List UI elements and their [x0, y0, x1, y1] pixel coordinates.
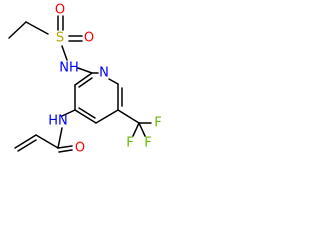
bond-nh-ring: [77, 67, 93, 74]
bond-carbonyl-vinyl: [35, 134, 59, 149]
bond-ethyl-ch3-ch2: [8, 21, 27, 39]
bond-vinyl-double-a: [14, 134, 37, 149]
bond-vinyl-double-b: [17, 139, 37, 152]
atom-sulfonyl-oxygen-top: O: [55, 3, 65, 18]
atom-amide-nh: HN: [48, 114, 68, 129]
bond-ring-c4-c3-inner: [78, 107, 96, 119]
bond-c-f-bottom-left: [132, 122, 140, 137]
atom-sulfur: S: [56, 31, 64, 46]
bond-c-f-bottom-right: [138, 122, 146, 137]
atom-labels: S O O NH N HN O F F F: [48, 3, 161, 156]
bond-amide-nh-carbonyl: [57, 127, 63, 149]
bond-ring-c4-c3: [74, 109, 97, 124]
bond-carbonyl-o-b: [58, 149, 73, 153]
atom-amide-oxygen: O: [75, 141, 85, 156]
chemical-structure: S O O NH N HN O F F F: [8, 3, 162, 156]
bond-ring-amide-nh: [61, 109, 76, 117]
bond-ring-c2-top-inner: [78, 77, 93, 88]
bond-ring-c5-c4: [95, 109, 119, 124]
atom-sulfonamide-nh: NH: [59, 61, 79, 76]
bond-ring-c2-top: [74, 72, 93, 86]
bond-ethyl-ch2-s: [25, 21, 49, 35]
atom-fluorine-right: F: [154, 116, 161, 131]
bond-s-nh: [61, 45, 68, 61]
atom-sulfonyl-oxygen-right: O: [84, 31, 94, 46]
atom-ring-nitrogen: N: [99, 66, 109, 81]
bond-ring-cf3: [117, 109, 140, 124]
bond-ring-n1-c6: [108, 78, 119, 85]
bond-lines: [8, 15, 152, 153]
atom-fluorine-bottom-right: F: [144, 136, 151, 151]
atom-fluorine-bottom-left: F: [126, 136, 133, 151]
bond-carbonyl-o-a: [57, 145, 73, 149]
